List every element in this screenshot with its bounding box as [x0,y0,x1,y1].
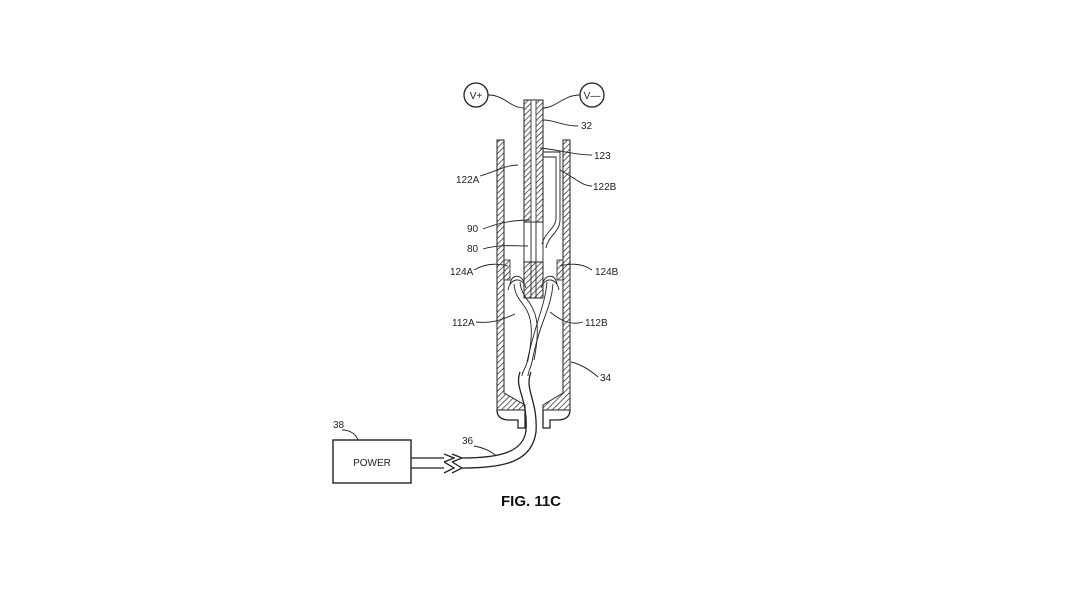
leader-lines [341,119,599,457]
positive-lead [487,94,525,109]
label-124a: 124A [450,267,474,278]
cable-36 [411,371,537,474]
label-122a: 122A [456,175,480,186]
contact-124a [503,259,527,291]
label-80: 80 [467,244,479,255]
reference-labels: 32 123 122A 122B 90 80 124A 124B 112A 11… [333,121,619,447]
positive-terminal-label: V+ [470,91,483,102]
power-label: POWER [353,458,391,469]
label-112a: 112A [452,318,475,329]
positive-terminal: V+ [463,82,489,108]
negative-terminal-label: V— [584,91,601,102]
label-32: 32 [581,121,593,132]
power-supply-38: POWER [332,439,412,484]
label-90: 90 [467,224,479,235]
label-34: 34 [600,373,612,384]
probe-shaft-32 [523,99,544,299]
figure-caption: FIG. 11C [501,493,561,510]
negative-terminal: V— [579,82,605,108]
wire-112b [527,283,554,377]
contact-124b [540,259,564,291]
label-122b: 122B [593,182,617,193]
label-123: 123 [594,151,611,162]
label-36: 36 [462,436,474,447]
electrode-122b [543,151,561,249]
housing-34 [496,139,571,429]
label-38: 38 [333,420,345,431]
label-124b: 124B [595,267,619,278]
negative-lead [542,94,581,109]
label-112b: 112B [585,318,608,329]
